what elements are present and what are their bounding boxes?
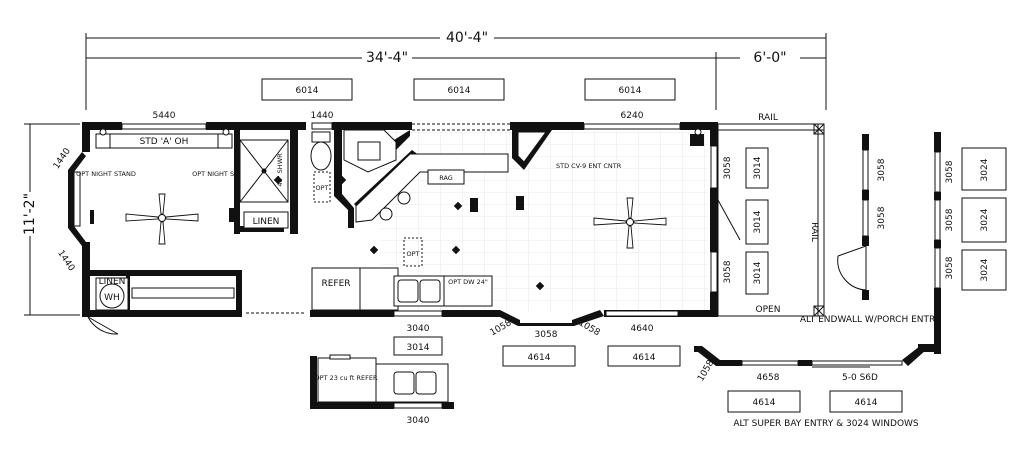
closet-label: STD 'A' OH xyxy=(140,137,189,147)
window-label: 3058 xyxy=(945,256,955,279)
rail-label: RAIL xyxy=(809,222,819,242)
dimension-lines xyxy=(24,33,827,316)
kitchen xyxy=(311,130,552,311)
alt-endwall-title: ALT ENDWALL W/PORCH ENTRY xyxy=(800,315,941,325)
window-alt-box xyxy=(393,336,443,356)
window-label: 1440 xyxy=(311,111,334,121)
window-alt-label: 6014 xyxy=(448,86,471,96)
alt-endwall-detail xyxy=(837,132,1007,354)
alt-refer-detail xyxy=(310,354,454,409)
window-label: 5440 xyxy=(153,111,176,121)
window-label: 3058 xyxy=(877,206,887,229)
linen-label: LINEN xyxy=(99,277,126,287)
porch-length: 6'-0" xyxy=(753,50,786,66)
alt-super-bay-title: ALT SUPER BAY ENTRY & 3024 WINDOWS xyxy=(733,419,919,429)
ent-center-label: STD CV-9 ENT CNTR xyxy=(556,162,622,170)
alt-refer-label: OPT 23 cu ft REFER xyxy=(315,374,378,382)
window-label: 1440 xyxy=(55,249,76,274)
porch xyxy=(717,123,825,317)
overall-width: 11'-2" xyxy=(22,193,38,235)
rag-label: RAG xyxy=(439,174,453,182)
living-bay xyxy=(498,310,604,326)
exterior-walls xyxy=(68,122,718,317)
window-label: 1058 xyxy=(489,318,514,338)
window-alt-label: 4614 xyxy=(528,353,551,363)
window-alt-box xyxy=(607,345,681,367)
opt-label: OPT xyxy=(406,250,419,258)
window-label: 3058 xyxy=(877,158,887,181)
window-alt-label: 6014 xyxy=(619,86,642,96)
opt-label: OPT xyxy=(315,184,328,192)
window-label: 3058 xyxy=(535,330,558,340)
window-label: 3040 xyxy=(407,416,430,426)
door-label: 5-0 S6D xyxy=(842,373,878,383)
overall-length: 40'-4" xyxy=(446,30,488,46)
alt-super-bay-detail xyxy=(694,344,934,413)
bathroom xyxy=(239,129,397,229)
window-alt-label: 3024 xyxy=(980,208,990,231)
window-alt-box xyxy=(502,345,576,367)
window-label: 1058 xyxy=(577,318,602,338)
window-label: 4640 xyxy=(631,324,654,334)
side-window-alts xyxy=(745,147,769,295)
window-label: 4658 xyxy=(757,373,780,383)
window-label: 1440 xyxy=(52,146,73,171)
main-length: 34'-4" xyxy=(366,50,408,66)
window-label: 3058 xyxy=(945,208,955,231)
window-label: 3058 xyxy=(723,156,733,179)
refer-label: REFER xyxy=(321,279,350,289)
linen-label: LINEN xyxy=(253,217,280,227)
shower-label: 48" SHWR xyxy=(276,153,284,187)
window-alt-label: 3024 xyxy=(980,258,990,281)
window-label: 3058 xyxy=(945,160,955,183)
window-alt-label: 3014 xyxy=(753,261,763,284)
window-alt-label: 6014 xyxy=(296,86,319,96)
night-stand-label: OPT NIGHT STAND xyxy=(192,170,252,178)
window-alt-label: 4614 xyxy=(633,353,656,363)
night-stand-label: OPT NIGHT STAND xyxy=(76,170,136,178)
living-room xyxy=(593,128,741,249)
alt-endwall-title-line: ALT ENDWALL W/PORCH ENTRY xyxy=(800,315,941,325)
window-alt-label: 4614 xyxy=(753,398,776,408)
window-label: 3040 xyxy=(407,324,430,334)
window-alt-label: 3014 xyxy=(753,156,763,179)
bedroom xyxy=(87,128,235,335)
rail-label: RAIL xyxy=(758,113,778,123)
window-alt-label: 3014 xyxy=(407,343,430,353)
water-heater-label: WH xyxy=(104,293,120,303)
window-alt-label: 3024 xyxy=(980,158,990,181)
window-alt-label: 3014 xyxy=(753,210,763,233)
window-label: 6240 xyxy=(621,111,644,121)
dishwasher-label: OPT DW 24" xyxy=(448,278,488,286)
window-alt-label: 4614 xyxy=(855,398,878,408)
top-window-alts xyxy=(261,78,676,101)
window-label: 1058 xyxy=(696,358,716,383)
open-label: OPEN xyxy=(756,305,781,315)
window-label: 3058 xyxy=(723,260,733,283)
